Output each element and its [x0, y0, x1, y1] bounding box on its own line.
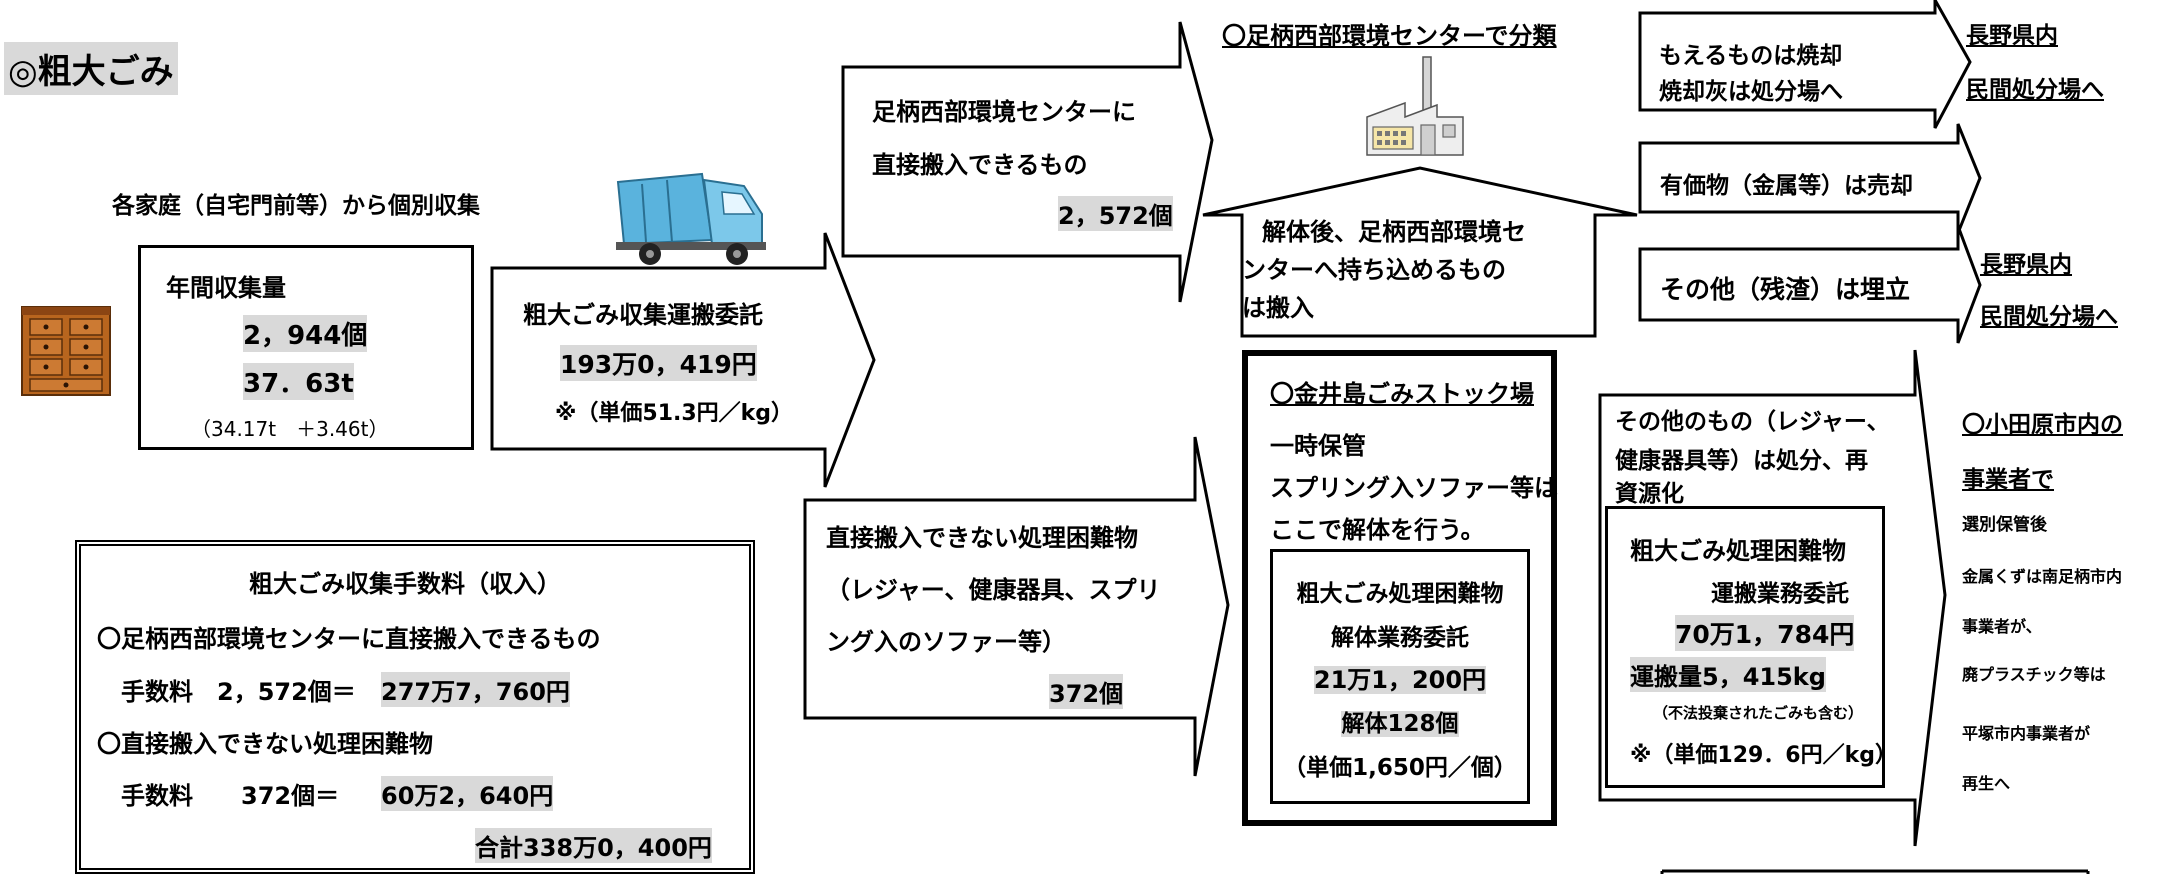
- center-heading: 〇足柄西部環境センターで分類: [1222, 22, 1557, 50]
- other-line2: 健康器具等）は処分、再: [1615, 448, 1868, 474]
- stock-line1: 一時保管: [1270, 432, 1366, 460]
- landfill-arrow: [1638, 225, 1982, 344]
- odawara-line4: 金属くずは南足柄市内: [1962, 567, 2123, 586]
- other-line1: その他のもの（レジャー、: [1615, 409, 1890, 435]
- dismantle-line2: 解体業務委託: [1331, 625, 1469, 651]
- transport-label: 粗大ごみ収集運搬委託: [523, 301, 763, 329]
- stock-line3: ここで解体を行う。: [1270, 516, 1485, 544]
- annual-label: 年間収集量: [166, 274, 286, 302]
- direct-line2: 直接搬入できるもの: [872, 151, 1088, 179]
- transport-contract-box: 粗大ごみ処理困難物 運搬業務委託 70万1，784円 運搬量5，415kg （不…: [1605, 506, 1897, 788]
- dismantle-contract-box: 粗大ごみ処理困難物 解体業務委託 21万1，200円 解体128個 （単価1,6…: [1270, 549, 1530, 804]
- burn-arrow: [1638, 0, 1972, 129]
- odawara-line3: 選別保管後: [1962, 515, 2047, 535]
- transport-contract-line2: 運搬業務委託: [1711, 581, 1849, 607]
- direct-count: 2，572個: [1058, 196, 1173, 231]
- burn-line2: 焼却灰は処分場へ: [1659, 79, 1843, 105]
- cabinet-icon: [21, 306, 111, 396]
- other-line3: 資源化: [1615, 481, 1684, 507]
- odawara-line7: 平塚市内事業者が: [1962, 724, 2091, 743]
- burn-line1: もえるものは焼却: [1659, 43, 1843, 69]
- transport-unit-price: ※（単価51.3円／kg）: [555, 401, 794, 426]
- transport-amount: 193万0，419円: [560, 345, 757, 381]
- fees-total: 合計338万0，400円: [475, 828, 712, 863]
- difficult-line3: ング入のソファー等）: [826, 628, 1066, 656]
- fees-line3: 〇直接搬入できない処理困難物: [97, 730, 433, 758]
- transport-contract-unit: ※（単価129．6円／kg）: [1630, 743, 1897, 768]
- annual-count: 2，944個: [243, 315, 368, 352]
- dismantle-unit: （単価1,650円／個）: [1283, 755, 1517, 781]
- collection-heading: 各家庭（自宅門前等）から個別収集: [112, 193, 480, 219]
- transport-contract-volume: 運搬量5，415kg: [1630, 657, 1826, 692]
- fees-line1: 〇足柄西部環境センターに直接搬入できるもの: [97, 625, 601, 653]
- difficult-line1: 直接搬入できない処理困難物: [826, 524, 1138, 552]
- direct-arrow: [841, 21, 1214, 303]
- dismantle-amount-text: 21万1，200円: [1313, 666, 1487, 694]
- return-line2: ンターへ持ち込めるもの: [1242, 256, 1506, 284]
- difficult-line2: （レジャー、健康器具、スプリ: [826, 576, 1161, 604]
- difficult-count: 372個: [1049, 674, 1124, 709]
- factory-icon: [1366, 56, 1464, 156]
- odawara-line8: 再生へ: [1962, 774, 2011, 793]
- stock-heading: 〇金井島ごみストック場: [1270, 380, 1534, 408]
- return-line3: は搬入: [1242, 294, 1314, 322]
- annual-collection-box: 年間収集量 2，944個 37．63t （34.17t ＋3.46t）: [138, 245, 474, 450]
- transport-contract-note: （不法投棄されたごみも含む）: [1653, 704, 1864, 722]
- valuables-label: 有価物（金属等）は売却: [1660, 173, 1913, 199]
- odawara-line6: 廃プラスチック等は: [1962, 665, 2106, 684]
- stock-line2: スプリング入ソファー等は: [1270, 474, 1558, 502]
- fees-title: 粗大ごみ収集手数料（収入）: [249, 570, 561, 598]
- stock-yard-box: 〇金井島ごみストック場 一時保管 スプリング入ソファー等は ここで解体を行う。 …: [1242, 350, 1558, 826]
- direct-line1: 足柄西部環境センターに: [872, 98, 1136, 126]
- annual-breakdown: （34.17t ＋3.46t）: [191, 417, 389, 441]
- dismantle-line1: 粗大ごみ処理困難物: [1296, 581, 1504, 607]
- dest1-line2: 民間処分場へ: [1966, 77, 2104, 103]
- transport-contract-line1: 粗大ごみ処理困難物: [1630, 537, 1846, 565]
- dismantle-amount: 21万1，200円: [1273, 660, 1527, 695]
- annual-weight: 37．63t: [243, 363, 354, 400]
- page-title: ◎粗大ごみ: [4, 42, 178, 95]
- fees-line4-prefix: 手数料 372個＝: [121, 782, 340, 810]
- fees-line4-amount: 60万2，640円: [381, 776, 554, 811]
- dest2-line1: 長野県内: [1980, 252, 2072, 278]
- landfill-label: その他（残渣）は埋立: [1660, 275, 1911, 304]
- odawara-line5: 事業者が、: [1962, 617, 2042, 636]
- fees-line2-amount: 277万7，760円: [381, 672, 570, 707]
- garbage-truck-icon: [616, 172, 766, 265]
- return-line1: 解体後、足柄西部環境セ: [1262, 218, 1526, 246]
- difficult-arrow: [803, 436, 1230, 777]
- dismantle-count-text: 解体128個: [1341, 711, 1459, 737]
- odawara-line2: 事業者で: [1962, 467, 2054, 493]
- return-arrow: [1202, 166, 1638, 338]
- fees-line2-prefix: 手数料 2，572個＝: [121, 678, 356, 706]
- dest2-line2: 民間処分場へ: [1980, 304, 2118, 330]
- transport-contract-amount: 70万1，784円: [1675, 615, 1855, 651]
- fees-box: 粗大ごみ収集手数料（収入） 〇足柄西部環境センターに直接搬入できるもの 手数料 …: [75, 540, 755, 874]
- dest1-line1: 長野県内: [1966, 23, 2058, 49]
- valuables-arrow: [1638, 123, 1982, 234]
- odawara-line1: 〇小田原市内の: [1962, 412, 2123, 438]
- dismantle-count: 解体128個: [1273, 704, 1527, 738]
